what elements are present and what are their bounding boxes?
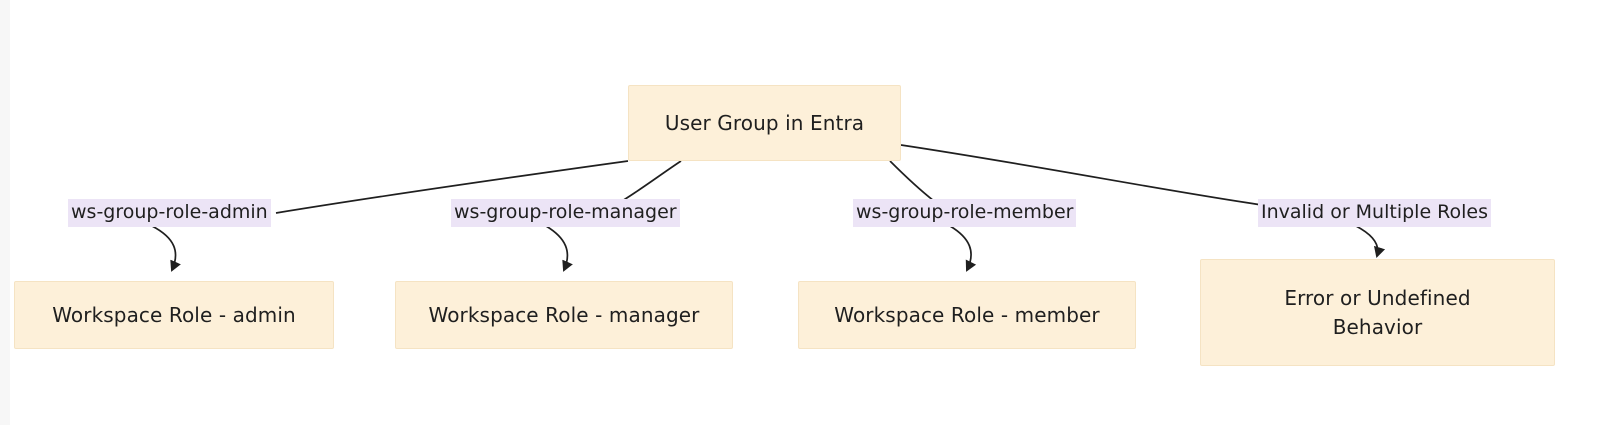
node-user-group[interactable]: User Group in Entra [628,85,901,161]
node-error-or-undefined-behavior[interactable]: Error or Undefined Behavior [1200,259,1555,366]
node-workspace-role-member-label: Workspace Role - member [834,302,1100,327]
node-workspace-role-manager[interactable]: Workspace Role - manager [395,281,733,349]
node-workspace-role-manager-label: Workspace Role - manager [428,302,700,327]
edge-label-invalid-text: Invalid or Multiple Roles [1261,201,1489,223]
left-gutter [0,0,10,425]
edge-label-ws-group-role-member: ws-group-role-member [853,199,1077,227]
edge-label-invalid-or-multiple-roles: Invalid or Multiple Roles [1258,199,1492,227]
edge-root-to-invalid [900,144,1263,206]
node-workspace-role-member[interactable]: Workspace Role - member [798,281,1136,349]
edge-label-member-text: ws-group-role-member [856,201,1074,223]
edge-member-label-to-node [949,225,977,272]
node-workspace-role-admin-label: Workspace Role - admin [52,302,296,327]
edge-root-to-manager [621,160,682,202]
node-error-label-line2: Behavior [1332,314,1423,339]
edge-manager-label-to-node [545,225,573,272]
edge-label-ws-group-role-admin: ws-group-role-admin [68,199,271,227]
edge-label-ws-group-role-manager: ws-group-role-manager [451,199,680,227]
edge-admin-label-to-node [151,225,181,272]
edge-invalid-label-to-node [1355,225,1386,258]
node-user-group-label: User Group in Entra [664,110,865,135]
node-workspace-role-admin[interactable]: Workspace Role - admin [14,281,334,349]
edge-label-admin-text: ws-group-role-admin [71,201,268,223]
edge-root-to-member [889,160,935,202]
edge-label-manager-text: ws-group-role-manager [454,201,677,223]
node-error-label-line1: Error or Undefined [1284,285,1471,310]
